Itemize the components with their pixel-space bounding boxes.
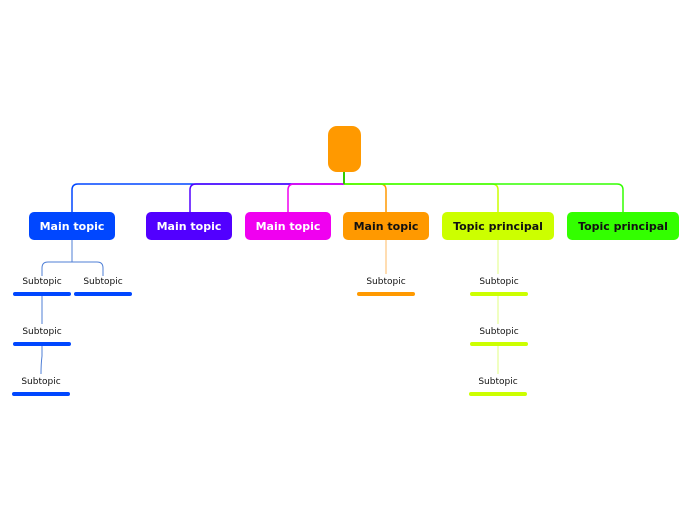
subtopic-underline [13,342,71,346]
connector-main-4 [344,183,387,212]
subtopic-8[interactable]: Subtopic [469,376,527,396]
connector-main-2 [189,183,344,212]
subtopic-label: Subtopic [21,377,61,387]
main-topic-1[interactable]: Main topic [29,212,115,240]
subtopic-label: Subtopic [83,277,123,287]
subtopic-label: Subtopic [479,277,519,287]
main-topic-label: Main topic [255,219,321,233]
connector-main-6 [344,183,624,212]
main-topic-label: Topic principal [453,219,543,233]
central-topic[interactable] [328,126,361,172]
main-topic-label: Main topic [156,219,222,233]
subtopic-label: Subtopic [22,277,62,287]
main-topic-label: Topic principal [578,219,668,233]
connector-main-1 [71,172,345,212]
connector-main-5 [344,183,499,212]
main-topic-2[interactable]: Main topic [146,212,232,240]
subtopic-4[interactable]: Subtopic [12,376,70,396]
subtopic-7[interactable]: Subtopic [470,326,528,346]
subtopic-2[interactable]: Subtopic [74,276,132,296]
subtopic-underline [469,392,527,396]
main-topic-3[interactable]: Main topic [245,212,331,240]
subtopic-underline [12,392,70,396]
main-topic-5[interactable]: Topic principal [442,212,554,240]
subtopic-underline [357,292,415,296]
subtopic-label: Subtopic [22,327,62,337]
subtopic-label: Subtopic [479,327,519,337]
subtopic-underline [470,342,528,346]
subtopic-underline [13,292,71,296]
subtopic-label: Subtopic [366,277,406,287]
connector-sub-4 [40,346,43,375]
main-topic-label: Main topic [39,219,105,233]
connector-sub-1 [41,240,73,276]
subtopic-label: Subtopic [478,377,518,387]
subtopic-6[interactable]: Subtopic [470,276,528,296]
main-topic-4[interactable]: Main topic [343,212,429,240]
subtopic-5[interactable]: Subtopic [357,276,415,296]
subtopic-3[interactable]: Subtopic [13,326,71,346]
subtopic-underline [74,292,132,296]
subtopic-1[interactable]: Subtopic [13,276,71,296]
connector-sub-2 [72,261,104,276]
main-topic-label: Main topic [353,219,419,233]
connector-main-3 [287,183,344,212]
main-topic-6[interactable]: Topic principal [567,212,679,240]
subtopic-underline [470,292,528,296]
